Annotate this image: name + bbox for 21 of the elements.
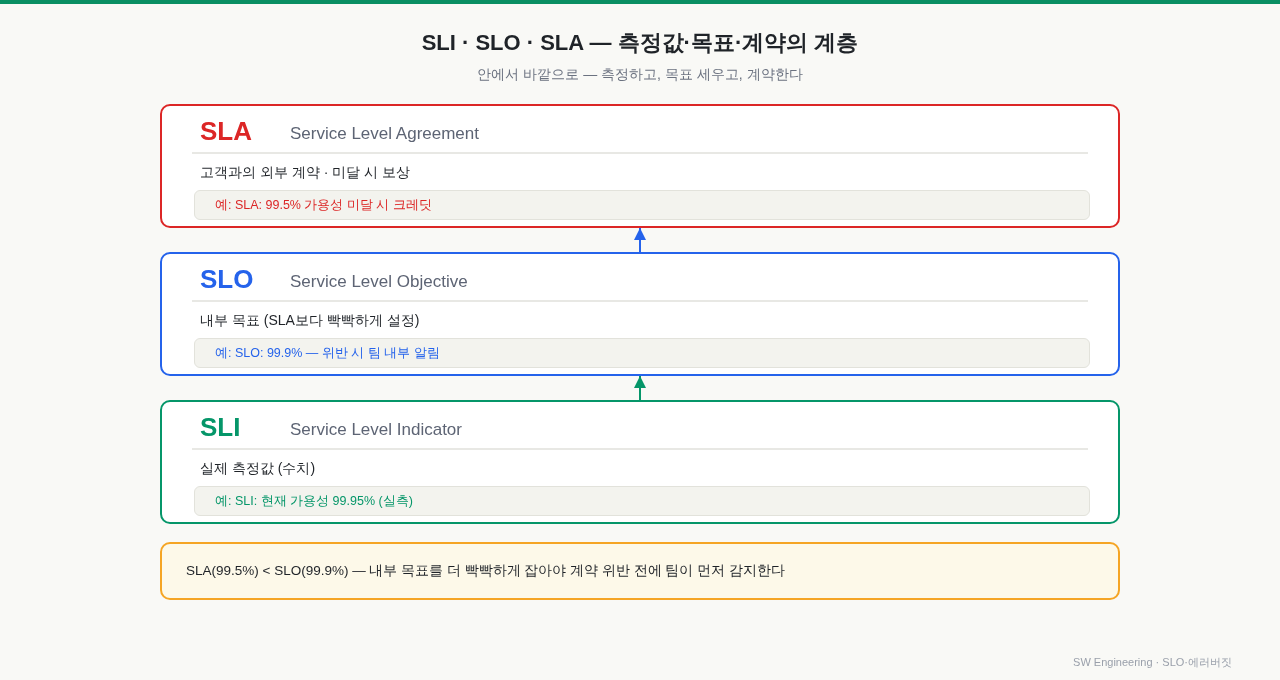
note-box: SLA(99.5%) < SLO(99.9%) — 내부 목표를 더 빡빡하게 잡아야 계약 위반 전에 팀이 먼저 감지한다 bbox=[160, 542, 1120, 600]
layer-name: Service Level Indicator bbox=[290, 419, 462, 441]
layer-box bbox=[160, 252, 1120, 376]
title: SLI · SLO · SLA — 측정값·목표·계약의 계층 bbox=[420, 29, 860, 57]
layer-abbreviation: SLI bbox=[200, 411, 241, 444]
description: 내부 목표 (SLA보다 빡빡하게 설정) bbox=[200, 311, 420, 330]
example-box: 예: SLO: 99.9% — 위반 시 팀 내부 알림 bbox=[194, 338, 1090, 368]
arrow bbox=[634, 375, 646, 401]
layer-abbreviation: SLA bbox=[200, 115, 252, 148]
layer-abbreviation: SLO bbox=[200, 263, 254, 296]
arrow bbox=[634, 227, 646, 253]
description: 실제 측정값 (수치) bbox=[200, 459, 316, 478]
subtitle: 안에서 바깥으로 — 측정하고, 목표 세우고, 계약한다 bbox=[476, 65, 804, 84]
example-box: 예: SLI: 현재 가용성 99.95% (실측) bbox=[194, 486, 1090, 516]
layer-name: Service Level Agreement bbox=[290, 123, 479, 145]
description: 고객과의 외부 계약 · 미달 시 보상 bbox=[200, 163, 410, 182]
layer-box bbox=[160, 104, 1120, 228]
layer-box bbox=[160, 400, 1120, 524]
footer-note: SW Engineering · SLO·에러버짓 bbox=[1073, 655, 1232, 670]
layer-name: Service Level Objective bbox=[290, 271, 468, 293]
example-box: 예: SLA: 99.5% 가용성 미달 시 크레딧 bbox=[194, 190, 1090, 220]
